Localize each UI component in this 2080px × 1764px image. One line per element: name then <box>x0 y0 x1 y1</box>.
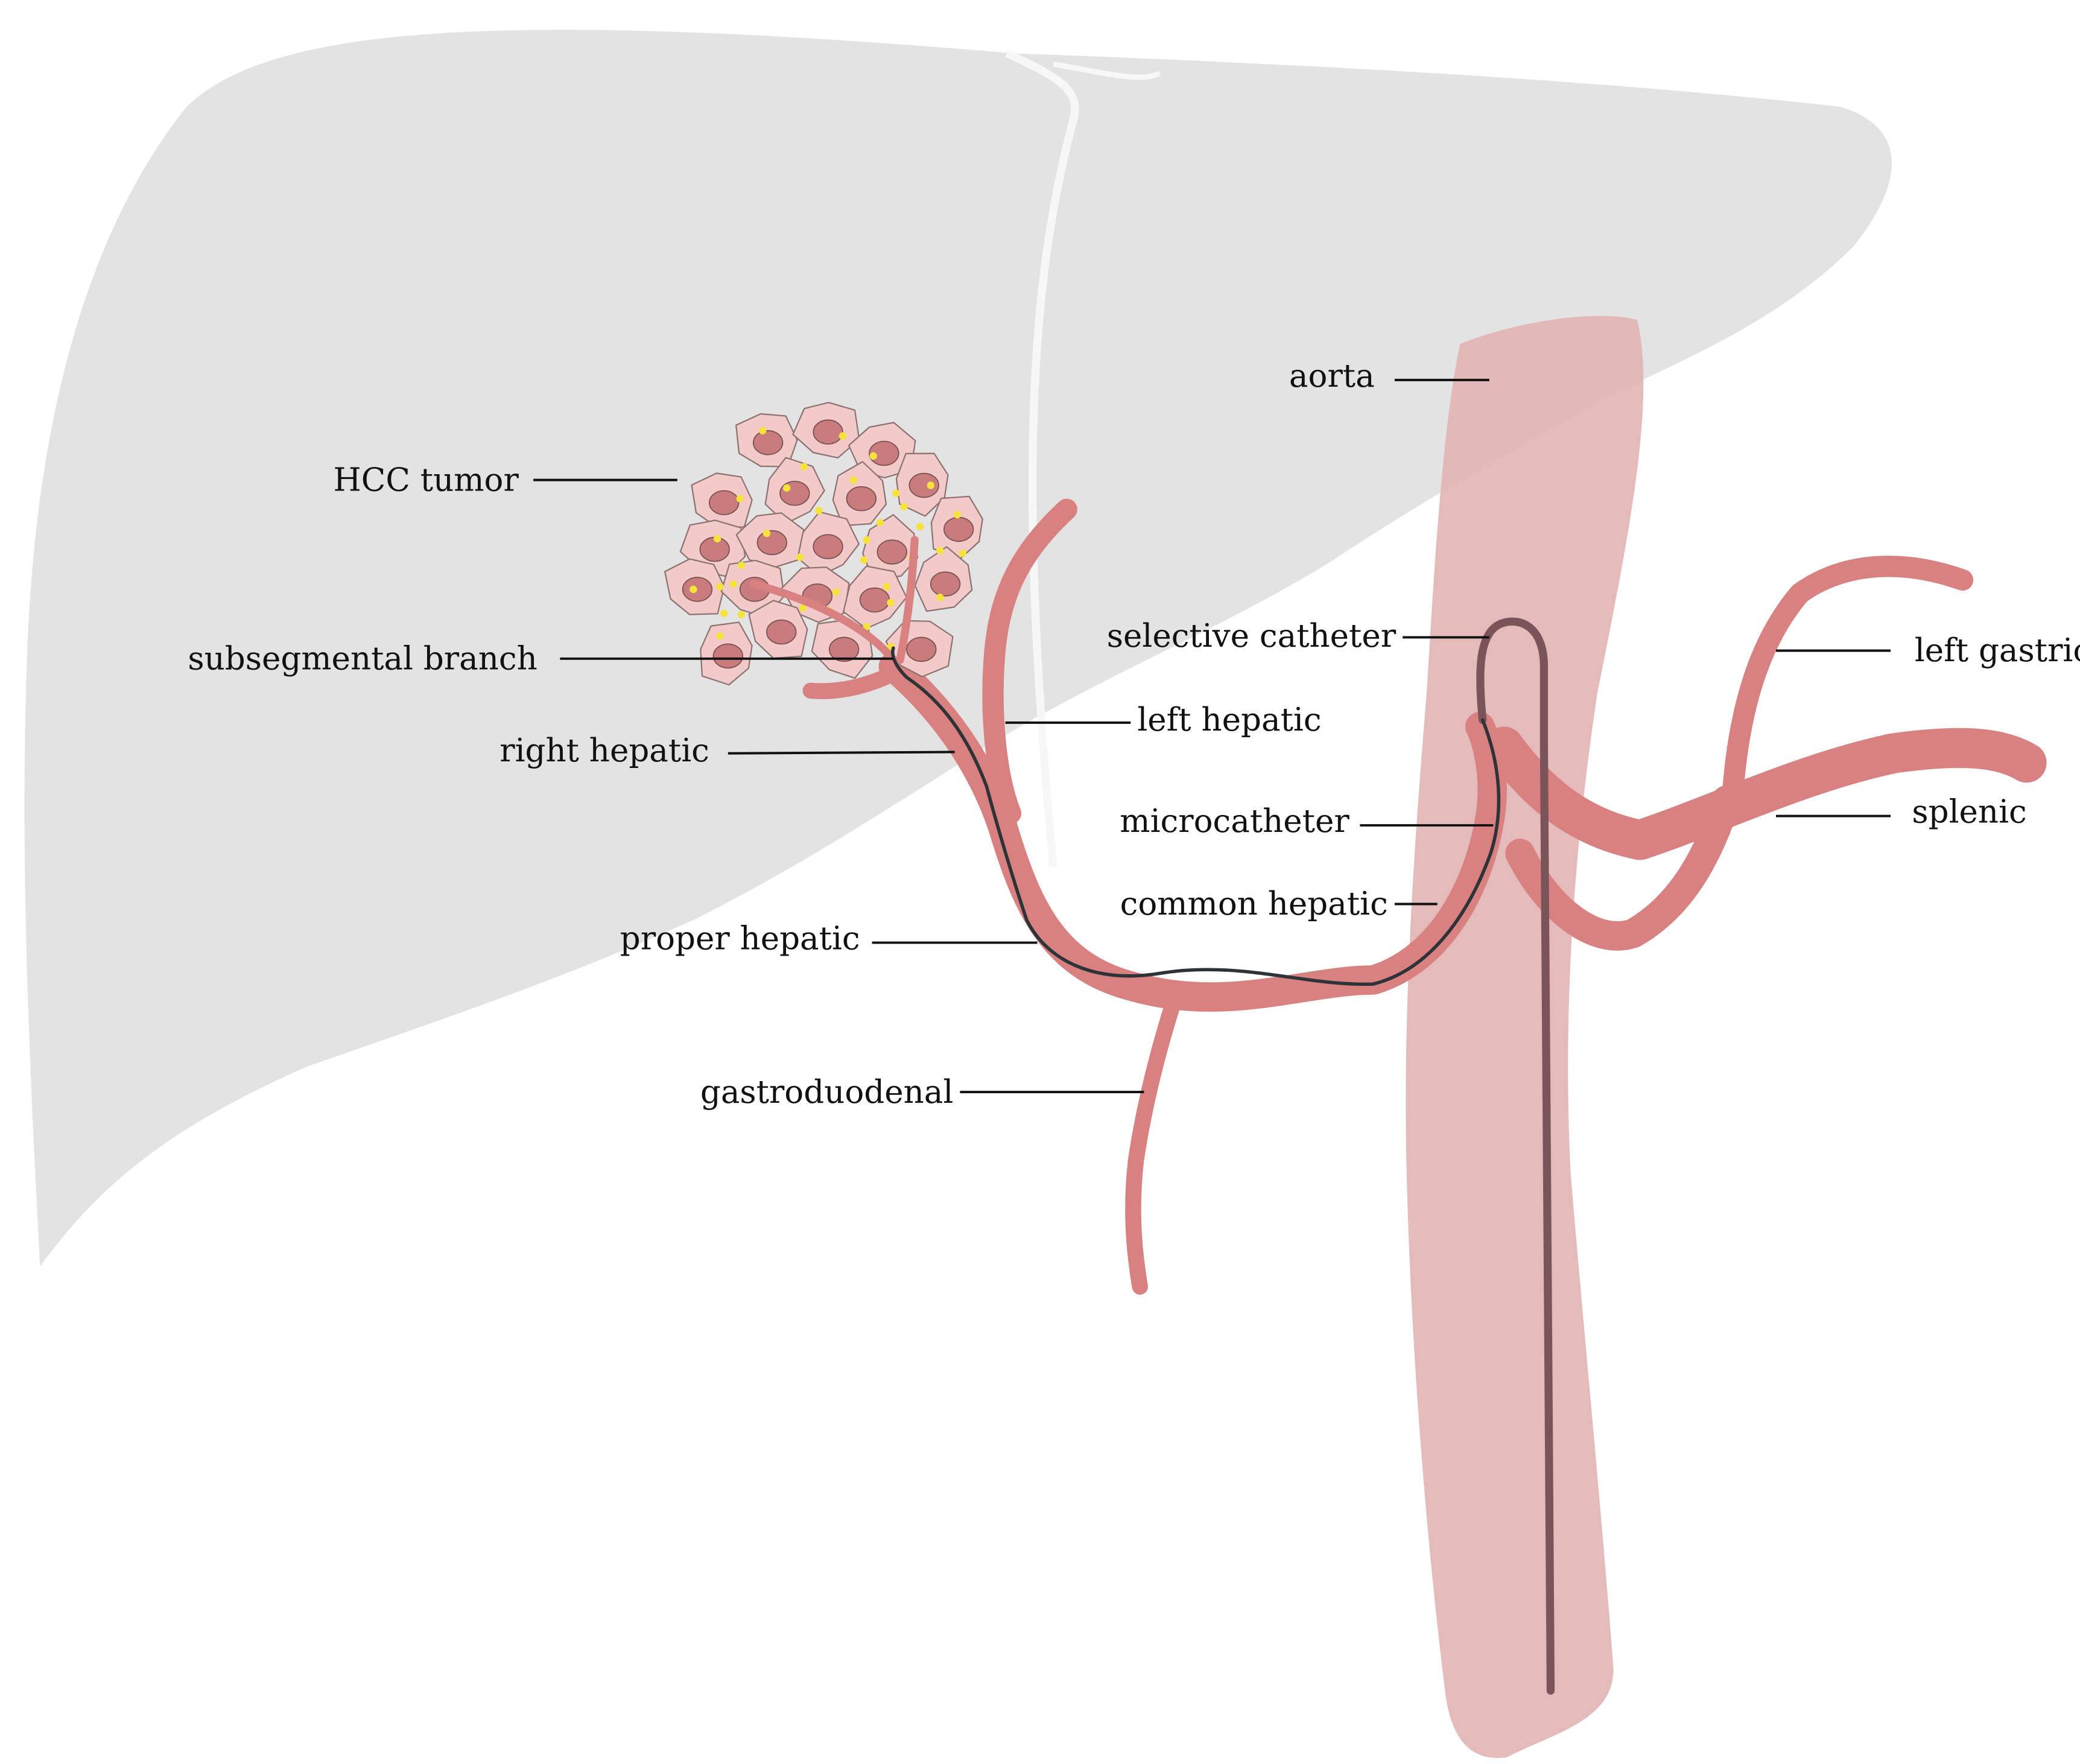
liver-fissure <box>1005 49 1079 868</box>
cell-nucleus <box>766 619 797 645</box>
particle-dot <box>959 550 967 557</box>
splenic-artery <box>1483 726 2047 860</box>
particle-dot <box>936 547 944 554</box>
feeder-branch-2 <box>896 536 919 664</box>
label-selective-catheter: selective catheter <box>1107 617 1397 655</box>
particle-dot <box>759 427 767 435</box>
particle-dot <box>860 556 868 564</box>
microcatheter <box>891 646 1501 986</box>
aorta-vessel <box>1406 316 1644 1758</box>
particle-dot <box>716 583 724 591</box>
leader-right-hepatic <box>728 750 955 755</box>
label-hcc-tumor: HCC tumor <box>334 461 519 498</box>
particle-dot <box>729 580 737 588</box>
label-right-hepatic: right hepatic <box>499 732 709 769</box>
particle-dot <box>720 609 728 617</box>
label-microcatheter: microcatheter <box>1120 802 1349 840</box>
label-aorta: aorta <box>1289 357 1375 395</box>
particle-dot <box>716 632 724 640</box>
cell-nucleus <box>908 472 939 498</box>
particle-dot <box>690 585 697 594</box>
particle-dot <box>936 593 944 601</box>
celiac-loop <box>1505 785 1742 951</box>
label-gastroduodenal: gastroduodenal <box>700 1073 953 1111</box>
particle-dot <box>876 519 884 527</box>
hcc-tumor <box>664 402 983 686</box>
left-gastric-artery <box>1722 556 1974 798</box>
particle-dot <box>799 604 807 612</box>
particle-dot <box>883 583 891 591</box>
particle-dot <box>887 598 895 607</box>
cell-nucleus <box>813 534 843 559</box>
particle-dot <box>849 476 857 484</box>
label-left-hepatic: left hepatic <box>1137 701 1321 738</box>
cell-nucleus <box>756 530 787 556</box>
particle-dot <box>832 588 840 596</box>
particle-dot <box>863 536 870 544</box>
cell-nucleus <box>943 516 974 542</box>
right-hepatic-branch <box>802 658 915 699</box>
particle-dot <box>869 452 877 460</box>
label-proper-hepatic: proper hepatic <box>620 920 860 957</box>
cell-nucleus <box>682 577 713 602</box>
cell-nucleus <box>813 419 843 445</box>
cell-nucleus <box>709 490 740 515</box>
tumor-feeders <box>749 536 919 664</box>
particle-dot <box>736 495 744 503</box>
cell-nucleus <box>846 486 877 512</box>
particle-dot <box>737 561 746 569</box>
cell-nucleus <box>906 636 937 662</box>
particle-dot <box>916 522 924 531</box>
cell-nucleus <box>712 643 744 669</box>
particle-dot <box>892 489 900 497</box>
label-subsegmental-branch: subsegmental branch <box>188 639 537 677</box>
label-splenic: splenic <box>1912 793 2026 831</box>
cell-nucleus <box>877 539 907 565</box>
particle-dot <box>900 503 908 511</box>
labels: HCC tumor subsegmental branch right hepa… <box>188 357 2080 1111</box>
particle-dot <box>927 481 934 489</box>
label-left-gastric: left gastric <box>1915 632 2080 669</box>
particle-dot <box>839 432 847 440</box>
gastroduodenal-artery <box>1125 994 1182 1295</box>
liver-shape <box>24 30 1892 1267</box>
particle-dot <box>814 507 823 515</box>
cell-nucleus <box>779 480 810 506</box>
feeder-branch-1 <box>749 580 898 664</box>
cell-nucleus <box>930 571 961 597</box>
particle-dot <box>713 535 721 543</box>
particle-dot <box>953 510 962 519</box>
particle-dot <box>737 611 746 619</box>
cell-nucleus <box>869 440 899 466</box>
cell-nucleus <box>859 587 890 613</box>
particle-dot <box>763 529 771 538</box>
cell-nucleus <box>828 636 860 662</box>
particle-dot <box>782 484 791 492</box>
particle-dot <box>796 553 804 562</box>
liver-fissure-2 <box>1053 61 1161 80</box>
leader-lines <box>533 378 1891 1094</box>
label-common-hepatic: common hepatic <box>1120 885 1388 922</box>
left-hepatic-artery <box>982 498 1077 824</box>
particle-dot <box>800 463 808 471</box>
cell-nucleus <box>752 430 784 455</box>
